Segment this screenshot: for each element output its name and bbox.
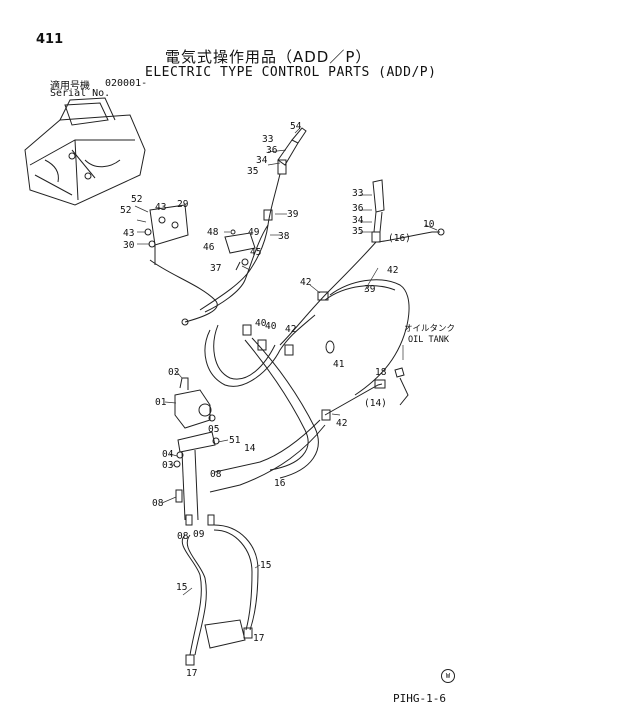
oil-tank-label-jp: オイルタンク bbox=[404, 324, 455, 334]
excavator-illustration bbox=[24, 97, 146, 206]
callout-17: 17 bbox=[253, 633, 264, 644]
callout-04: 04 bbox=[162, 449, 174, 460]
callout-09: 09 bbox=[193, 529, 205, 540]
solenoid-valve bbox=[173, 377, 220, 526]
callout-14: 14 bbox=[244, 443, 256, 454]
callout-43: 43 bbox=[155, 202, 166, 213]
callout-42: 42 bbox=[300, 277, 311, 288]
callout-08: 08 bbox=[152, 498, 164, 509]
title-japanese: 電気式操作用品（ADD／P） bbox=[165, 48, 372, 66]
callout-30: 30 bbox=[123, 240, 135, 251]
callout-42: 42 bbox=[387, 265, 398, 276]
callout-49: 49 bbox=[248, 227, 260, 238]
callout-36: 36 bbox=[352, 203, 364, 214]
callout-29: 29 bbox=[177, 199, 189, 210]
serial-label-english: Serial No. bbox=[50, 88, 111, 99]
callout-46: 46 bbox=[203, 242, 215, 253]
bracket-assembly bbox=[144, 204, 218, 326]
callout-05: 05 bbox=[208, 424, 219, 435]
callout-02: 02 bbox=[168, 367, 179, 378]
callout-38: 38 bbox=[278, 231, 290, 242]
callout-08: 08 bbox=[177, 531, 189, 542]
title-english: ELECTRIC TYPE CONTROL PARTS (ADD/P) bbox=[145, 65, 437, 80]
callout-40: 40 bbox=[255, 318, 267, 329]
callout-03: 03 bbox=[162, 460, 173, 471]
callout-51: 51 bbox=[229, 435, 241, 446]
callout-33: 33 bbox=[352, 188, 363, 199]
serial-value: 020001- bbox=[105, 78, 148, 89]
callout-39: 39 bbox=[364, 284, 376, 295]
callout-18: 18 bbox=[375, 367, 387, 378]
circled-mark: W bbox=[441, 669, 455, 683]
callout-40: 40 bbox=[265, 321, 277, 332]
callout-37: 37 bbox=[210, 263, 221, 274]
callout-33: 33 bbox=[262, 134, 273, 145]
callout-54: 54 bbox=[290, 121, 302, 132]
footer-code: PIHG-1-6 bbox=[393, 692, 446, 705]
callout-16: 16 bbox=[274, 478, 286, 489]
callout-34: 34 bbox=[352, 215, 364, 226]
serial-label-japanese: 適用号機 bbox=[50, 81, 90, 92]
callout-34: 34 bbox=[256, 155, 268, 166]
callout-16-ref: (16) bbox=[388, 233, 411, 244]
callout-15: 15 bbox=[260, 560, 271, 571]
callout-45: 45 bbox=[250, 247, 261, 258]
oil-tank-label-en: OIL TANK bbox=[408, 335, 450, 345]
callout-35: 35 bbox=[352, 226, 363, 237]
oil-tank-fitting bbox=[394, 345, 409, 406]
callout-08: 08 bbox=[210, 469, 222, 480]
callout-48: 48 bbox=[207, 227, 219, 238]
switch-assembly bbox=[224, 229, 256, 271]
callout-17: 17 bbox=[186, 668, 197, 679]
main-harness bbox=[204, 279, 410, 479]
callout-01: 01 bbox=[155, 397, 167, 408]
lower-hoses bbox=[181, 524, 259, 666]
callout-39: 39 bbox=[287, 209, 299, 220]
callout-36: 36 bbox=[266, 145, 278, 156]
left-control-lever bbox=[199, 127, 307, 313]
callout-43: 43 bbox=[123, 228, 134, 239]
callout-14-ref: (14) bbox=[364, 398, 387, 409]
callout-15: 15 bbox=[176, 582, 187, 593]
callout-52: 52 bbox=[131, 194, 142, 205]
callout-35: 35 bbox=[247, 166, 258, 177]
callout-42: 42 bbox=[285, 324, 296, 335]
callout-labels: 54 33 36 34 35 39 38 33 36 34 35 10 (16)… bbox=[120, 121, 435, 679]
callout-41: 41 bbox=[333, 359, 345, 370]
callout-42: 42 bbox=[336, 418, 347, 429]
right-control-lever bbox=[279, 179, 445, 346]
callout-52: 52 bbox=[120, 205, 131, 216]
leader-lines bbox=[134, 127, 438, 596]
page-number: 411 bbox=[36, 32, 64, 47]
callout-10: 10 bbox=[423, 219, 435, 230]
pressure-hose bbox=[209, 379, 386, 493]
